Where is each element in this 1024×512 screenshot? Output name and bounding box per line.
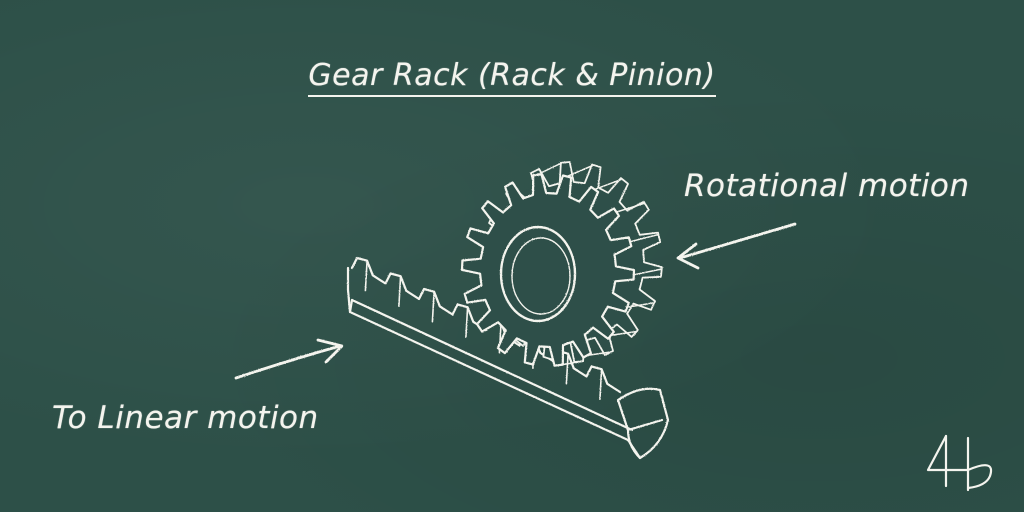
gear-icon [460, 161, 663, 367]
diagram-title: Gear Rack (Rack & Pinion) [0, 58, 1024, 97]
logo-icon [926, 434, 993, 492]
rotational-arrow-icon [676, 222, 797, 270]
linear-motion-label: To Linear motion [52, 400, 319, 436]
rotational-motion-label: Rotational motion [684, 168, 970, 204]
linear-arrow-icon [234, 338, 344, 380]
